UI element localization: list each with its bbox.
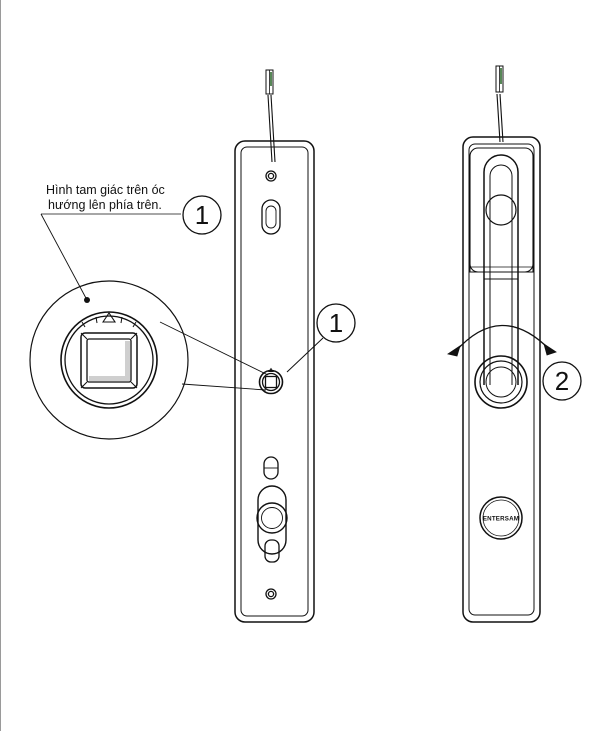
callout-circle-1-plate (316, 303, 356, 343)
latch-window (263, 456, 279, 480)
left-border-line (0, 0, 1, 731)
brand-badge-text: ENTERSAM (483, 516, 519, 523)
annotation-leader (40, 213, 181, 301)
rotation-arrow (446, 324, 557, 357)
front-plate (462, 136, 541, 623)
callout-number-1-plate: 1 (329, 308, 343, 338)
handle-rosette (474, 355, 528, 409)
brand-badge (479, 496, 523, 540)
callout-number-1: 1 (195, 200, 209, 230)
cylinder-cutout (256, 485, 288, 563)
door-handle-lever (483, 154, 519, 385)
annotation-line-2: hướng lên phía trên. (48, 198, 162, 212)
upper-slot (261, 199, 281, 235)
callout-leader-plate (286, 337, 324, 373)
callout-circle-2 (542, 361, 582, 401)
callout-number-2: 2 (555, 366, 569, 396)
back-plate-cable (265, 69, 276, 163)
front-plate-cable (495, 65, 504, 143)
magnifier-detail (29, 280, 269, 440)
annotation-label: Hình tam giác trên óc hướng lên phía trê… (46, 183, 165, 213)
upper-screw-hole (265, 170, 277, 182)
callout-circle-1 (182, 195, 222, 235)
lower-screw-hole (265, 588, 277, 600)
annotation-line-1: Hình tam giác trên óc (46, 183, 165, 197)
orientation-triangle-icon (101, 312, 117, 323)
back-plate (234, 140, 315, 623)
spindle-square-on-plate (258, 367, 284, 395)
